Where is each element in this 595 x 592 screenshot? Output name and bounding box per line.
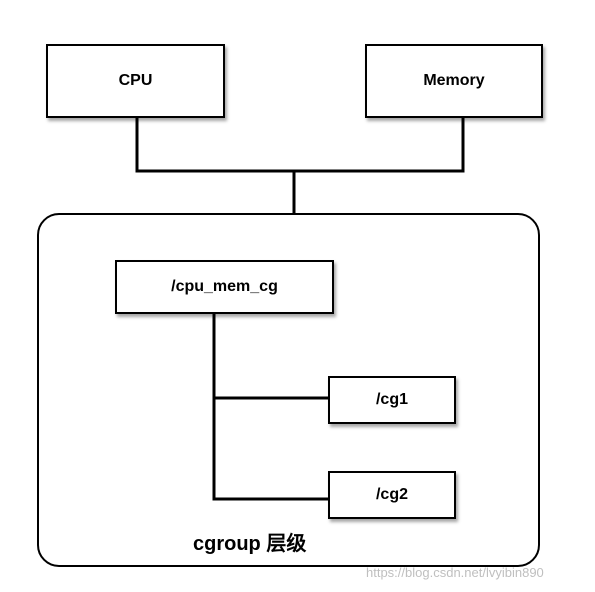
cpu-label: CPU: [118, 72, 153, 89]
tree-connector: [212, 312, 332, 501]
cpu-box: CPU: [46, 44, 225, 118]
memory-box: Memory: [365, 44, 543, 118]
child-cgroup-label-cg2: /cg2: [375, 486, 408, 503]
resource-connector: [135, 116, 465, 215]
child-cgroup-box-cg1: /cg1: [328, 376, 456, 424]
child-cgroup-box-cg2: /cg2: [328, 471, 456, 519]
hierarchy-caption: cgroup 层级: [193, 533, 307, 555]
child-cgroup-label-cg1: /cg1: [375, 391, 408, 408]
watermark-text: https://blog.csdn.net/lvyibin890: [366, 565, 544, 580]
root-cgroup-label: /cpu_mem_cg: [171, 278, 278, 295]
cgroup-hierarchy-container: [37, 213, 540, 567]
root-cgroup-box: /cpu_mem_cg: [115, 260, 334, 314]
memory-label: Memory: [423, 72, 485, 89]
